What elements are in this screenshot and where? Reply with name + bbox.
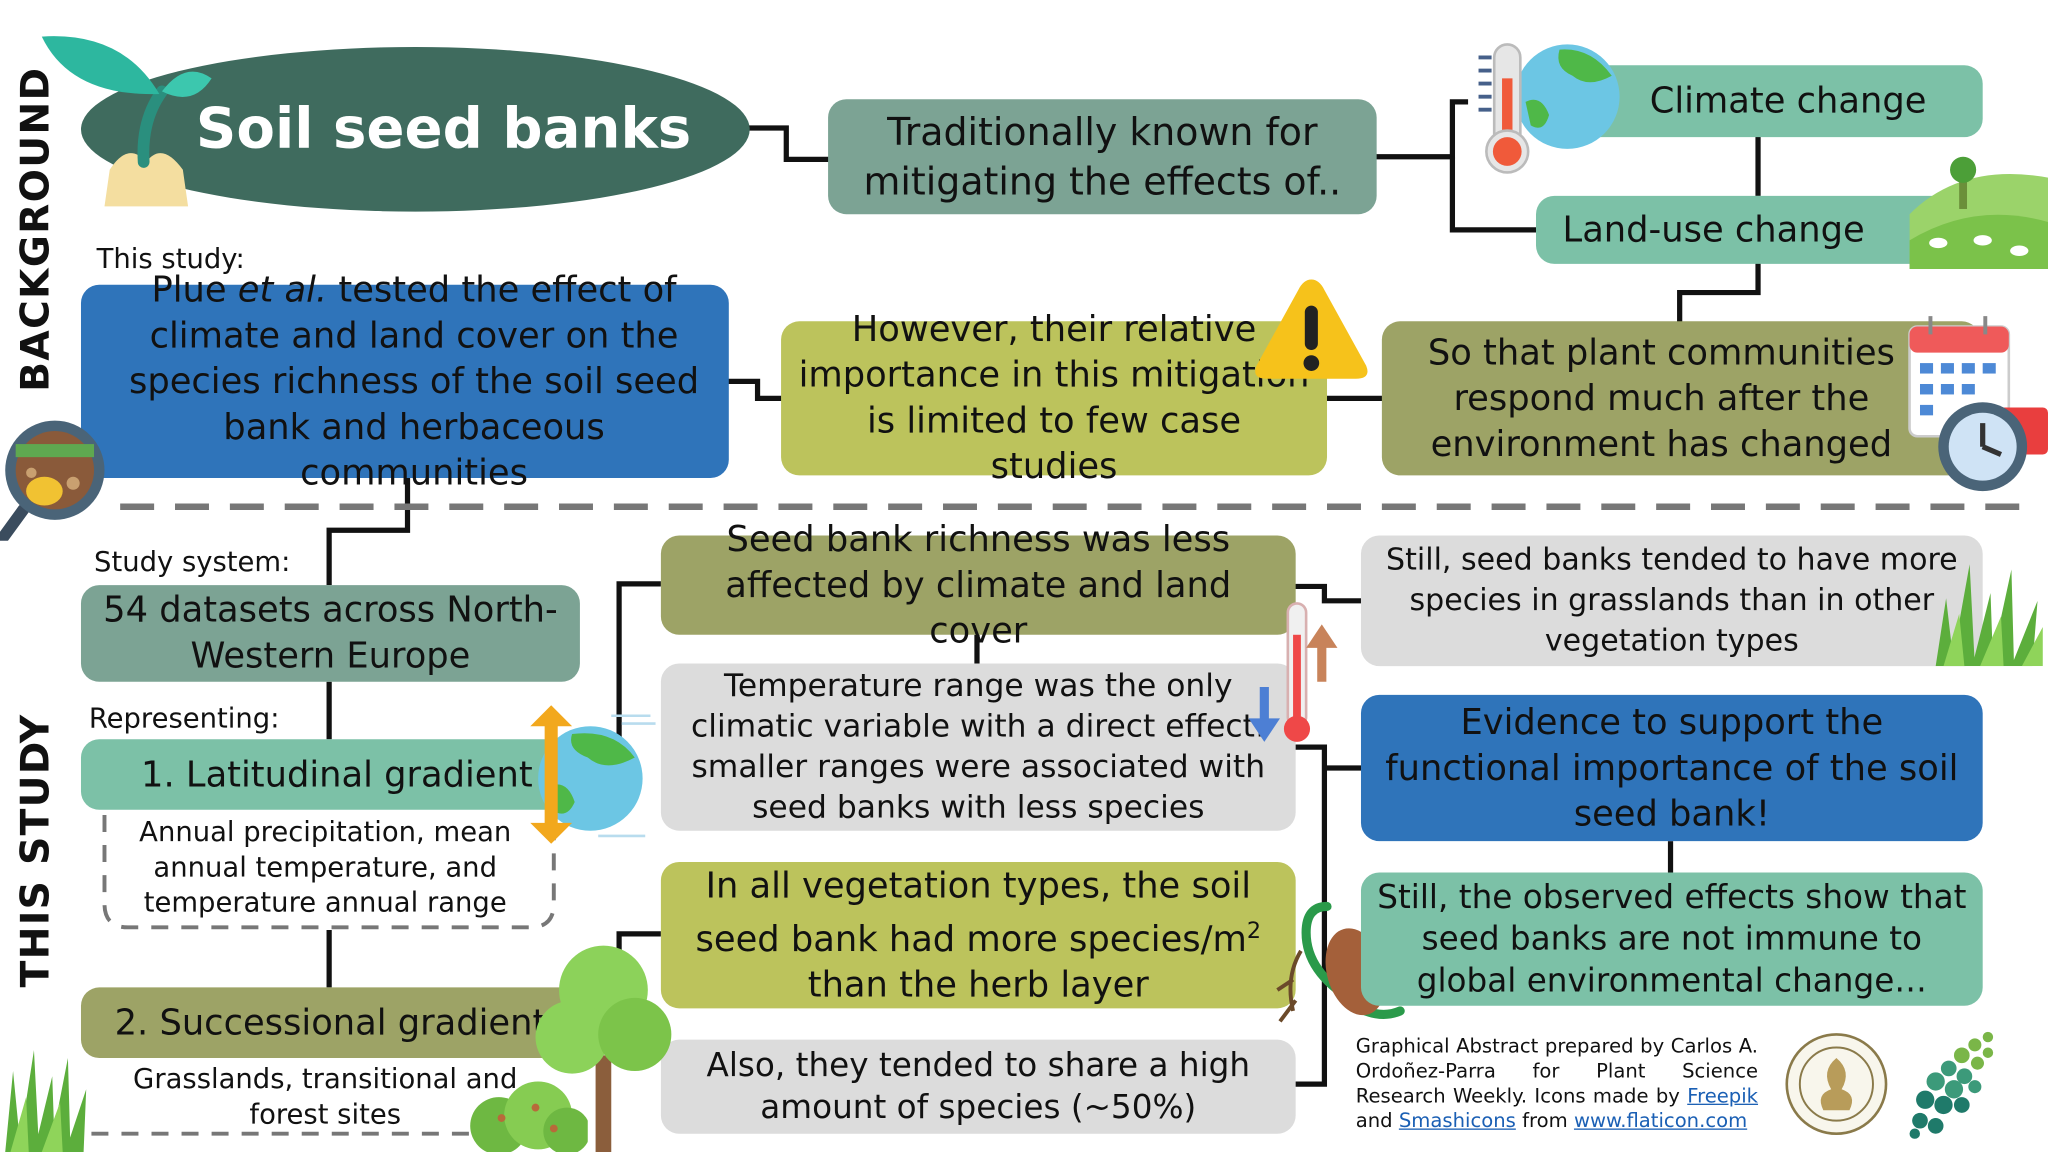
this-study-label: This study: xyxy=(96,242,245,275)
traditionally-known-box: Traditionally known for mitigating the e… xyxy=(828,99,1377,215)
grass-icon xyxy=(5,1050,87,1152)
successional-gradient-box: 2. Successional gradient xyxy=(80,987,580,1058)
evidence-box: Evidence to support the functional impor… xyxy=(1360,694,1983,842)
landscape-icon xyxy=(1909,156,2048,270)
magnifier-soil-icon xyxy=(0,420,105,541)
however-box: However, their relative importance in th… xyxy=(781,310,1328,487)
so-that-box: So that plant communities respond much a… xyxy=(1381,321,1981,476)
credits-text: Graphical Abstract prepared by Carlos A.… xyxy=(1355,1034,1759,1133)
tree-icon xyxy=(535,945,672,1152)
observed-effects-box: Still, the observed effects show that se… xyxy=(1360,872,1983,1006)
thermometer-icon xyxy=(1478,43,1530,174)
smashicons-link[interactable]: Smashicons xyxy=(1398,1108,1516,1133)
successional-description: Grasslands, transitional and forest site… xyxy=(133,1063,518,1130)
latitudinal-gradient-box: 1. Latitudinal gradient xyxy=(80,739,580,810)
latitudinal-description: Annual precipitation, mean annual temper… xyxy=(139,815,512,918)
grasslands-box: Still, seed banks tended to have more sp… xyxy=(1360,535,1983,667)
grass-icon xyxy=(1935,564,2043,667)
seedling-icon xyxy=(41,36,212,207)
this-study-section-label: THIS STUDY xyxy=(13,713,59,988)
globe-icon xyxy=(1515,44,1620,149)
freepik-link[interactable]: Freepik xyxy=(1687,1084,1759,1108)
study-system-label: Study system: xyxy=(94,545,291,578)
land-use-change-box: Land-use change xyxy=(1535,195,1970,264)
globe-icon xyxy=(530,705,656,844)
dots-logo-icon xyxy=(1909,1031,1994,1139)
shared-species-box: Also, they tended to share a high amount… xyxy=(660,1039,1296,1134)
temperature-arrows-icon xyxy=(1248,602,1338,742)
page-title: Soil seed banks xyxy=(195,96,692,162)
representing-label: Representing: xyxy=(88,702,280,735)
flaticon-link[interactable]: www.flaticon.com xyxy=(1573,1108,1748,1133)
bush-icon xyxy=(470,1081,588,1152)
datasets-box: 54 datasets across North-Western Europe xyxy=(80,585,580,682)
temperature-range-box: Temperature range was the only climatic … xyxy=(660,663,1296,831)
richness-less-affected-box: Seed bank richness was less affected by … xyxy=(660,519,1296,651)
clock-icon xyxy=(1938,402,2048,492)
plue-study-box: Plue et al. tested the effect of climate… xyxy=(80,270,729,493)
climate-change-box: Climate change xyxy=(1541,65,1983,138)
warning-icon xyxy=(1255,279,1368,379)
vegetation-types-box: In all vegetation types, the soil seed b… xyxy=(660,862,1296,1009)
society-logo-icon xyxy=(1785,1033,1888,1136)
